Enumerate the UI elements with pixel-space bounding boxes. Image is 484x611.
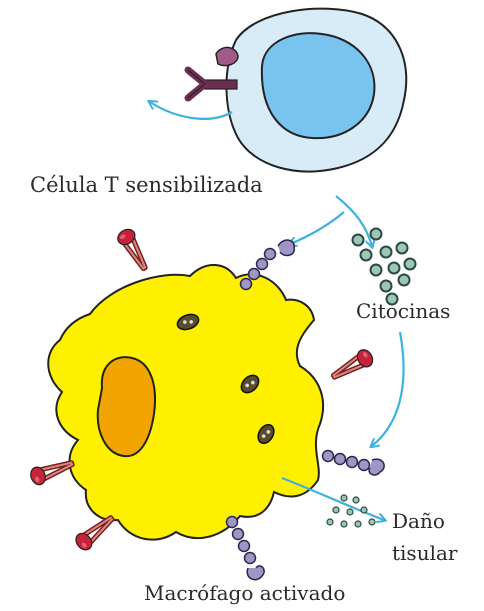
t-cell-signal-arrow [150, 102, 232, 119]
arrow-cytokines-to-macrophage [372, 332, 404, 446]
arrow-to-macrophage-receptor [290, 212, 344, 244]
macrophage-label: Macrófago activado [144, 581, 345, 605]
activated-macrophage [28, 226, 384, 579]
t-cell-label: Célula T sensibilizada [30, 173, 263, 197]
macrophage-body [48, 265, 323, 540]
red-receptor-right-top [329, 347, 375, 384]
t-cell [188, 9, 406, 172]
red-receptor-left-bottom [28, 455, 75, 487]
red-receptor-top-left [115, 226, 152, 272]
bead-receptor-bottom [227, 517, 265, 580]
t-cell-small-receptor [216, 47, 238, 65]
cytokine-cluster [353, 229, 416, 305]
bead-receptor-right [323, 451, 385, 475]
arrow-to-tissue-damage [282, 478, 384, 520]
tissue-damage-label-line1: Daño [392, 509, 445, 533]
macrophage-nucleus [98, 357, 155, 456]
cytokines-label: Citocinas [356, 299, 450, 323]
tissue-damage-label-line2: tisular [392, 541, 458, 565]
t-cell-nucleus [262, 33, 375, 138]
red-receptor-bottom-left [73, 512, 118, 553]
